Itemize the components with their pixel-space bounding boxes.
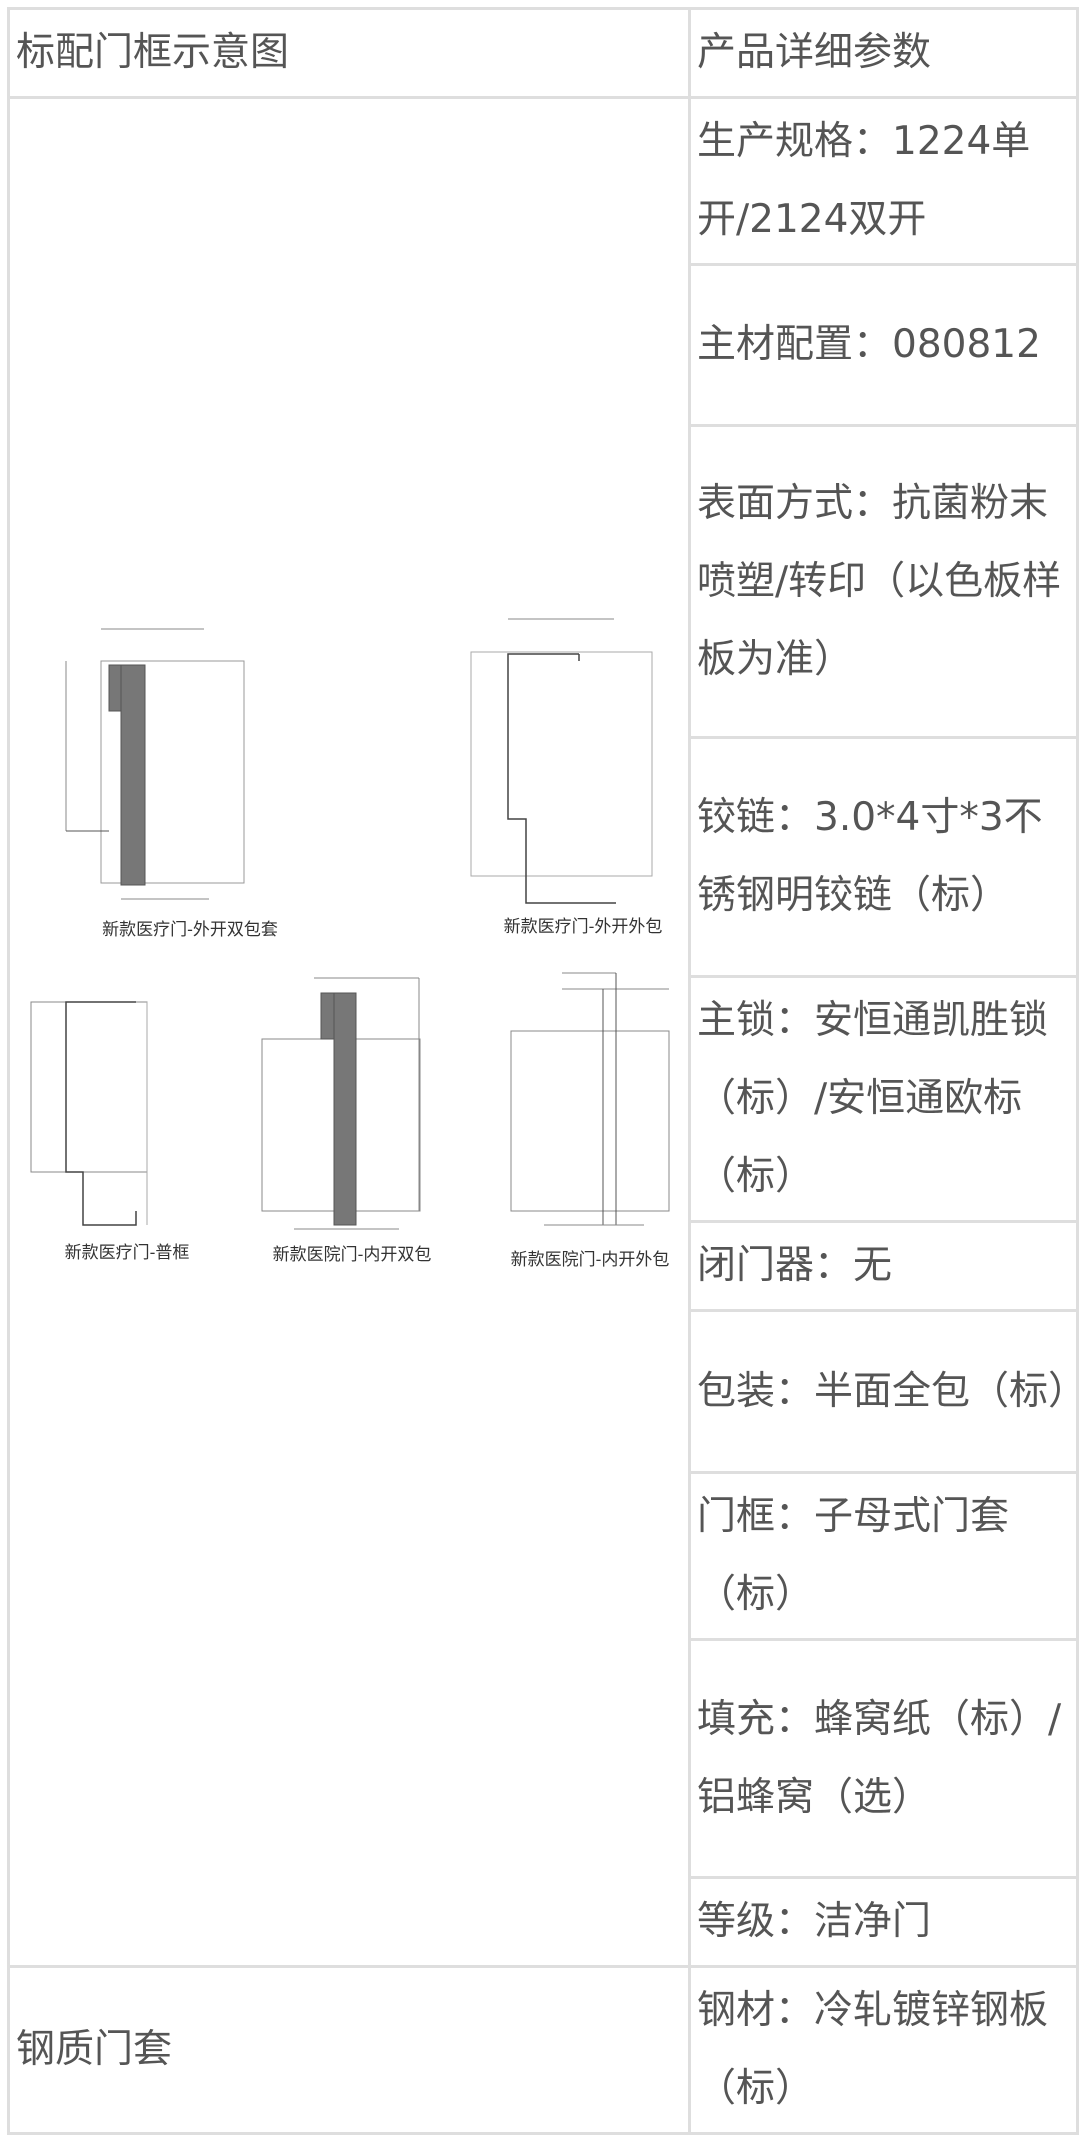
door-frame-drawings: [30, 618, 670, 1229]
steel-frame-row: 钢质门套 钢材：冷轧镀锌钢板（标）: [7, 1965, 1079, 2135]
drawing-inward-outer: [510, 972, 670, 1225]
caption-outward-double: 新款医疗门-外开双包套: [102, 919, 278, 940]
steel-frame-label: 钢质门套: [7, 1965, 691, 2135]
param-surface: 表面方式：抗菌粉末喷塑/转印（以色板样板为准）: [688, 424, 1079, 739]
param-hinge: 铰链：3.0*4寸*3不锈钢明铰链（标）: [688, 736, 1079, 978]
caption-outward-outer: 新款医疗门-外开外包: [503, 916, 663, 937]
caption-inward-double: 新款医院门-内开双包: [272, 1244, 432, 1265]
param-spec: 生产规格：1224单开/2124双开: [688, 96, 1079, 266]
param-packaging: 包装：半面全包（标）: [688, 1309, 1083, 1474]
drawing-inward-double: [261, 977, 421, 1229]
header-row: 标配门框示意图 产品详细参数: [7, 7, 1079, 99]
drawing-outward-double: [65, 628, 245, 899]
header-diagram: 标配门框示意图: [7, 7, 691, 99]
header-params: 产品详细参数: [688, 7, 1079, 99]
product-spec-table: 标配门框示意图 产品详细参数: [7, 7, 1083, 2135]
drawing-outward-outer: [470, 618, 653, 904]
param-frame: 门框：子母式门套（标）: [688, 1471, 1079, 1641]
door-frame-diagram: 新款医疗门-外开双包套 新款医疗门-外开外包 新款医疗门-普框 新款医院门-内开…: [10, 110, 688, 1955]
diagram-cell: 新款医疗门-外开双包套 新款医疗门-外开外包 新款医疗门-普框 新款医院门-内开…: [7, 96, 691, 1968]
param-steel: 钢材：冷轧镀锌钢板（标）: [688, 1965, 1079, 2135]
param-filling: 填充：蜂窝纸（标）/铝蜂窝（选）: [688, 1638, 1079, 1879]
param-material: 主材配置：080812: [688, 263, 1079, 427]
caption-inward-outer: 新款医院门-内开外包: [510, 1249, 670, 1270]
param-lock: 主锁：安恒通凯胜锁（标）/安恒通欧标（标）: [688, 975, 1079, 1223]
drawing-standard-frame: [30, 1000, 148, 1226]
caption-standard-frame: 新款医疗门-普框: [64, 1242, 190, 1263]
param-grade: 等级：洁净门: [688, 1876, 1079, 1968]
param-closer: 闭门器：无: [688, 1220, 1079, 1312]
